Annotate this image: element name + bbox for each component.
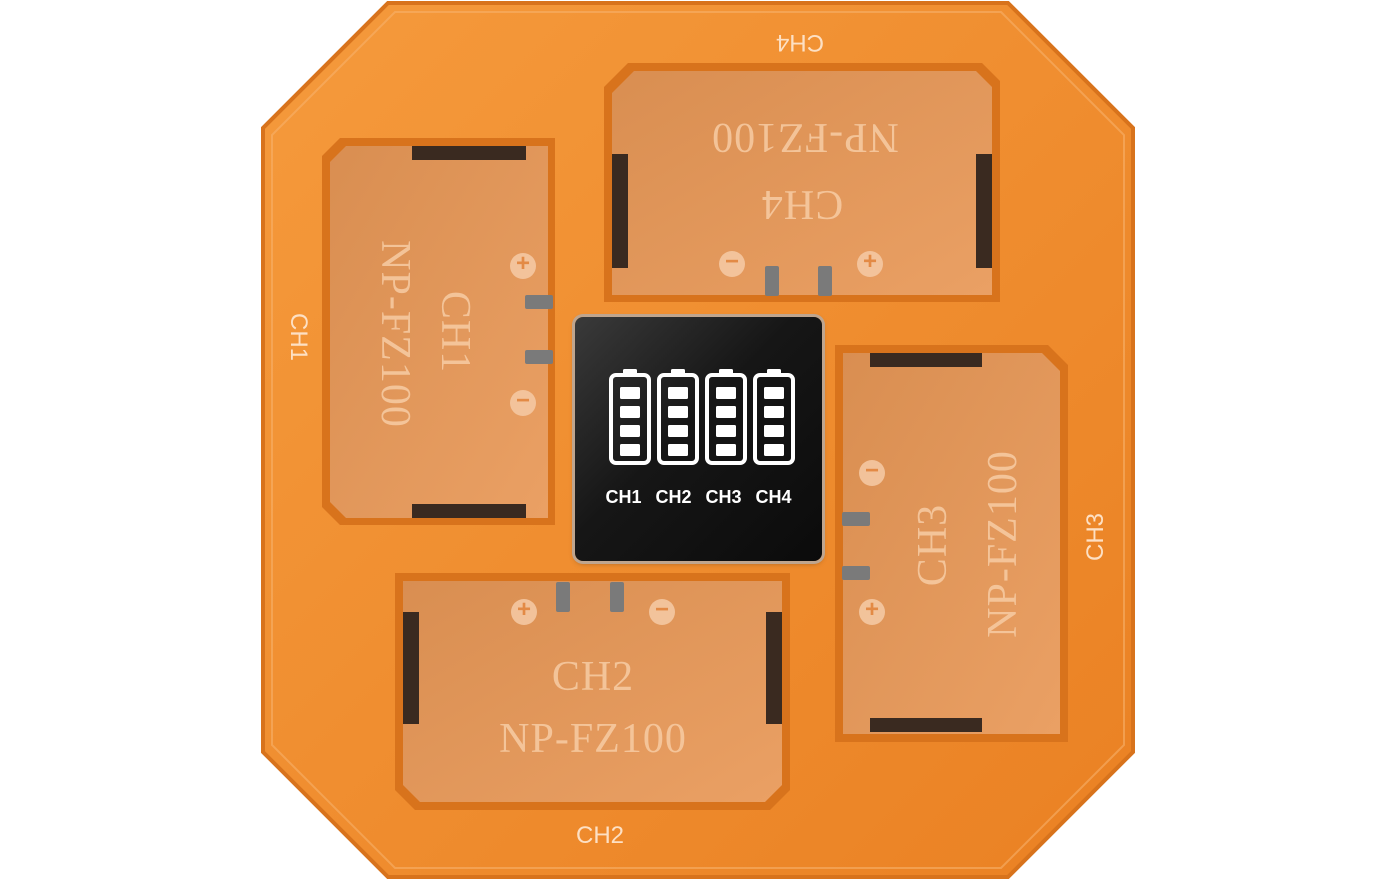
plus-terminal-ch2: + (516, 596, 531, 623)
display-label-ch3: CH3 (705, 487, 742, 507)
plus-terminal-ch4: + (862, 248, 877, 275)
bay-ch2-model: NP-FZ100 (499, 716, 687, 762)
battery-level-bar (764, 425, 784, 437)
minus-terminal-ch2: − (654, 596, 669, 623)
plus-terminal-ch3: + (864, 596, 879, 623)
edge-label-top: CH4 (776, 29, 825, 56)
bay-ch2 (395, 573, 790, 810)
plus-terminal-ch1: + (515, 250, 530, 277)
display-label-ch2: CH2 (655, 487, 692, 507)
display-label-ch4: CH4 (755, 487, 792, 507)
battery-level-bar (668, 387, 688, 399)
battery-level-bar (620, 444, 640, 456)
battery-icon-4 (753, 369, 795, 465)
battery-icon-1 (609, 369, 651, 465)
minus-terminal-ch4: − (724, 248, 739, 275)
battery-level-bar (716, 387, 736, 399)
bay-ch1-model: NP-FZ100 (372, 240, 418, 428)
bay-ch1 (322, 138, 555, 525)
battery-icon-3 (705, 369, 747, 465)
minus-terminal-ch1: − (515, 387, 530, 414)
battery-icon-2 (657, 369, 699, 465)
battery-level-bar (620, 425, 640, 437)
battery-level-bar (620, 406, 640, 418)
battery-level-bar (716, 425, 736, 437)
battery-level-bar (764, 444, 784, 456)
edge-label-left: CH1 (285, 312, 312, 361)
display-label-ch1: CH1 (605, 487, 642, 507)
bay-ch4-channel: CH4 (760, 181, 844, 227)
bay-ch3 (835, 345, 1068, 742)
battery-level-bar (764, 406, 784, 418)
battery-level-bar (668, 425, 688, 437)
battery-level-bar (620, 387, 640, 399)
edge-label-bottom: CH2 (575, 822, 624, 849)
bay-ch2-channel: CH2 (551, 654, 635, 700)
status-display: CH1 CH2 CH3 CH4 (575, 317, 822, 561)
display-channel-labels: CH1 CH2 CH3 CH4 (575, 487, 822, 508)
bay-ch4-model: NP-FZ100 (711, 114, 899, 160)
bay-ch1-channel: CH1 (432, 290, 478, 374)
battery-level-bar (716, 444, 736, 456)
battery-level-bar (668, 444, 688, 456)
battery-level-bar (716, 406, 736, 418)
bay-ch3-model: NP-FZ100 (980, 450, 1026, 638)
battery-level-indicators (609, 369, 795, 465)
bay-ch3-channel: CH3 (910, 503, 956, 587)
bay-ch4 (604, 63, 1000, 302)
battery-level-bar (764, 387, 784, 399)
battery-level-bar (668, 406, 688, 418)
edge-label-right: CH3 (1082, 513, 1109, 562)
minus-terminal-ch3: − (864, 457, 879, 484)
